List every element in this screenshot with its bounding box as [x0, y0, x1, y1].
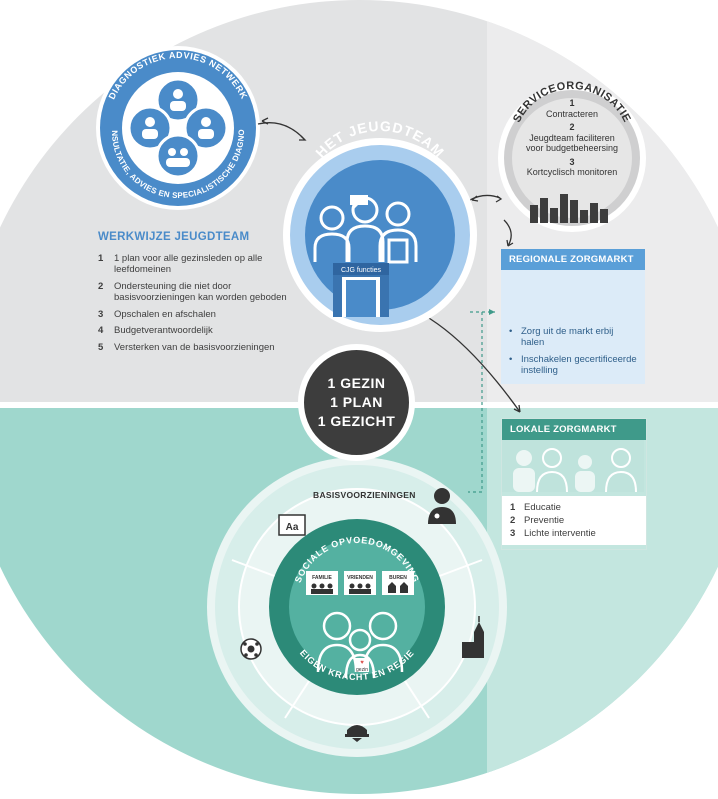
cjg-label: CJG functies	[341, 267, 382, 274]
football-icon	[240, 638, 262, 660]
doctor-icon	[428, 488, 456, 524]
gezin-plan-gezicht-badge: 1 GEZIN 1 PLAN 1 GEZICHT	[298, 344, 415, 461]
svg-text:BUREN: BUREN	[389, 575, 407, 581]
svg-text:Aa: Aa	[286, 522, 299, 533]
police-cap-icon	[345, 725, 369, 742]
family-icon	[316, 611, 404, 679]
basisvoorzieningen-ring: SOCIALE OPVOEDOMGEVING EIGEN KRACHT EN R…	[207, 457, 507, 757]
list-item: •Inschakelen gecertificeerde instelling	[509, 354, 637, 376]
serviceorganisatie-circle: SERVICEORGANISATIE	[498, 80, 646, 232]
regionale-bullets: •Zorg uit de markt erbij halen •Inschake…	[501, 320, 645, 376]
doctor-icon-right	[183, 105, 229, 151]
dashed-connector	[468, 311, 483, 493]
list-item: •Zorg uit de markt erbij halen	[509, 326, 614, 348]
lokale-title: LOKALE ZORGMARKT	[502, 419, 646, 440]
team-people-icon	[313, 196, 418, 264]
werkwijze-title: WERKWIJZE JEUGDTEAM	[98, 231, 250, 243]
lokale-illustration	[502, 436, 644, 493]
church-icon	[462, 616, 484, 658]
svg-text:VRIENDEN: VRIENDEN	[347, 575, 373, 581]
regionale-zorgmarkt-box: REGIONALE ZORGMARKT •Zorg uit de markt e…	[501, 249, 645, 384]
gezin-label: gezin	[356, 667, 368, 673]
jeugdteam-circle: HET JEUGDTEAM CJG functies	[283, 118, 477, 332]
diagnostiek-network: DIAGNOSTIEK ADVIES NETWERK CONSULTATIE, …	[0, 0, 260, 210]
group-icon-bottom	[155, 133, 201, 179]
regionale-title: REGIONALE ZORGMARKT	[501, 249, 645, 270]
speech-bubble-icon	[350, 195, 368, 209]
bar-chart-icon	[530, 194, 608, 223]
sign-vrienden: VRIENDEN	[344, 571, 376, 595]
basisvoorzieningen-title: BASISVOORZIENINGEN	[313, 490, 416, 500]
sign-familie: FAMILIE	[306, 571, 338, 595]
doctor-icon-top	[155, 77, 201, 123]
gezin-tag	[355, 658, 369, 672]
arrow-service-regio	[503, 219, 512, 247]
heart-icon: ♥	[360, 660, 364, 666]
doctor-icon-left	[127, 105, 173, 151]
center-line-2: 1 PLAN	[330, 394, 383, 410]
center-line-3: 1 GEZICHT	[317, 413, 396, 429]
svg-text:FAMILIE: FAMILIE	[312, 575, 332, 581]
sign-buren: BUREN	[382, 571, 414, 595]
center-line-1: 1 GEZIN	[327, 375, 386, 391]
book-icon: Aa	[278, 514, 306, 536]
